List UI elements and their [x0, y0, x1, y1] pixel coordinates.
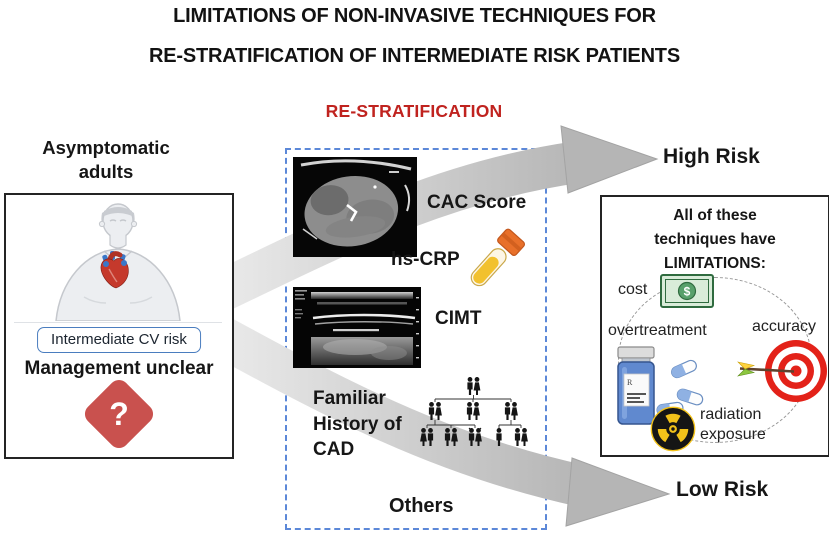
others-label: Others: [389, 495, 454, 517]
limitations-heading-line2: techniques have: [654, 231, 776, 249]
dollar-bill-icon: $: [660, 274, 714, 308]
cac-score-label: CAC Score: [427, 192, 527, 213]
heart-icon: [100, 251, 129, 289]
cost-label: cost: [618, 281, 648, 298]
radiation-icon: [650, 406, 696, 452]
target-icon: [737, 340, 827, 402]
dart-icon: [737, 361, 795, 377]
accuracy-label: accuracy: [752, 318, 817, 335]
limitations-panel: All of these techniques have LIMITATIONS…: [600, 195, 829, 457]
figure-title-line1: LIMITATIONS OF NON-INVASIVE TECHNIQUES F…: [173, 5, 656, 27]
radiation-exposure-label: radiation exposure: [700, 406, 766, 443]
human-figure: [55, 203, 181, 321]
test-tube-icon: [470, 228, 526, 287]
family-pedigree-icon: [420, 377, 528, 446]
high-risk-label: High Risk: [663, 145, 760, 168]
pill-bottle-icon: R: [617, 346, 705, 425]
asymptomatic-adults-label: Asymptomatic adults: [42, 137, 170, 183]
limitations-heading-line3: LIMITATIONS:: [664, 255, 766, 273]
figure-baseline: [14, 322, 222, 323]
hscrp-label: hs-CRP: [391, 249, 460, 270]
intermediate-cv-risk-badge: Intermediate CV risk: [37, 327, 201, 353]
cimt-label: CIMT: [435, 308, 482, 329]
limitations-heading-line1: All of these: [673, 207, 757, 224]
restratification-heading: RE-STRATIFICATION: [325, 101, 503, 121]
management-unclear-label: Management unclear: [24, 358, 214, 379]
ultrasound-image: [293, 287, 421, 368]
low-risk-label: Low Risk: [676, 478, 769, 501]
question-mark-diamond: ?: [80, 375, 158, 453]
svg-text:$: $: [684, 285, 691, 299]
techniques-content: CAC Score hs-CRP: [285, 148, 543, 526]
svg-text:R: R: [627, 378, 633, 387]
family-history-label: Familiar History of CAD: [313, 388, 402, 461]
question-mark: ?: [109, 395, 129, 432]
figure-title-line2: RE-STRATIFICATION OF INTERMEDIATE RISK P…: [149, 45, 680, 67]
limitations-heading: All of these techniques have LIMITATIONS…: [602, 204, 828, 276]
asymptomatic-adults-panel: Intermediate CV risk Management unclear …: [4, 193, 234, 459]
ct-scan-image: [293, 157, 417, 257]
overtreatment-label: overtreatment: [608, 322, 707, 339]
